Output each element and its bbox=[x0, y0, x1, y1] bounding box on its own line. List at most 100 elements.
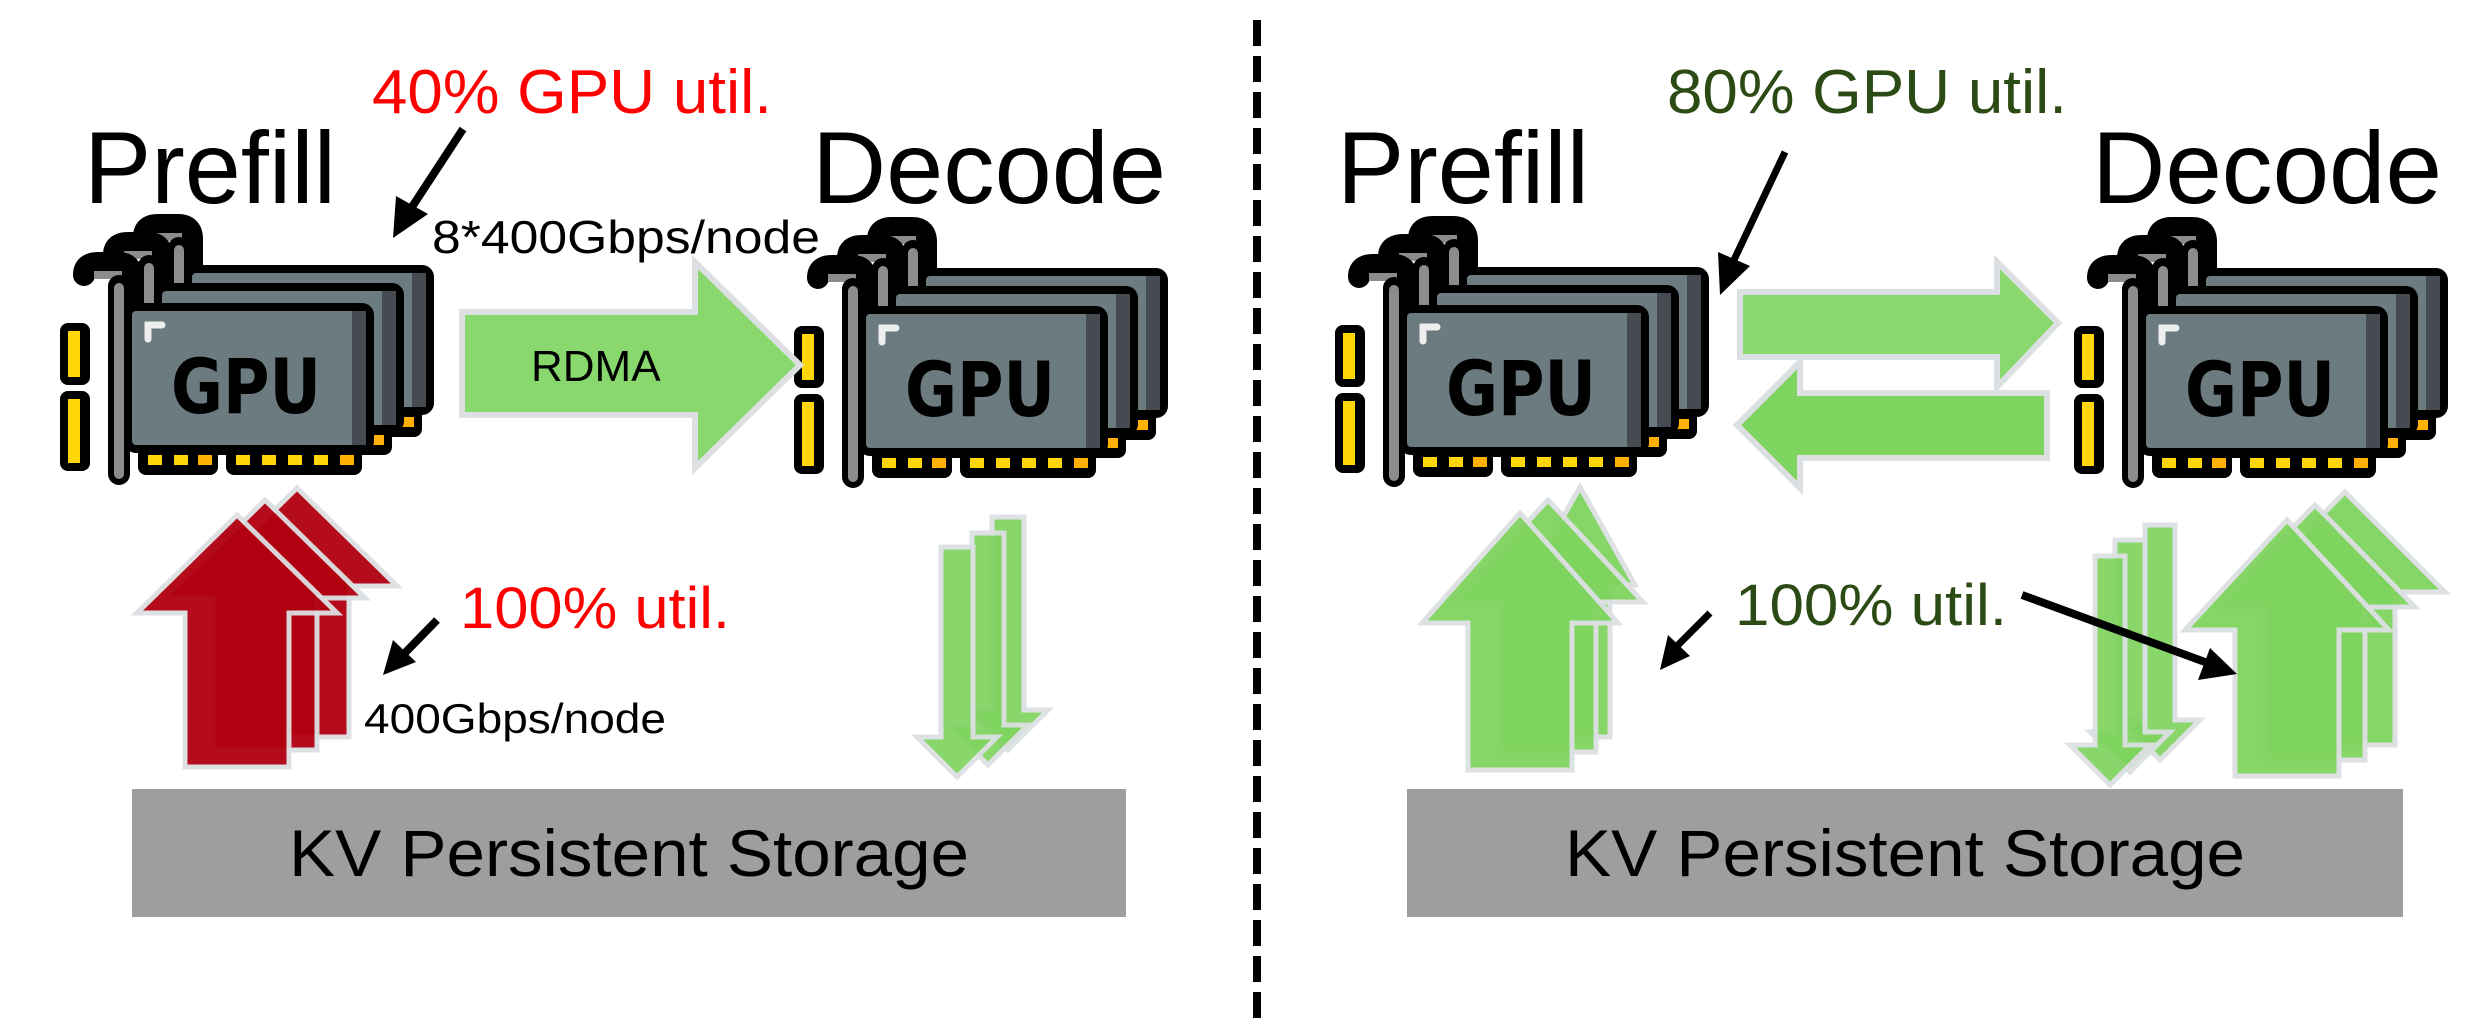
gpu-contact bbox=[2414, 420, 2428, 430]
decode-write-arrow bbox=[910, 544, 1004, 781]
left-storage-read-arrows bbox=[130, 484, 404, 770]
gpu-contact bbox=[370, 435, 384, 445]
gpu-side-port bbox=[2082, 402, 2094, 466]
left-gpu-util-pointer-arrow bbox=[393, 126, 467, 238]
gpu-contact bbox=[314, 455, 328, 465]
gpu-card: GPU bbox=[2074, 255, 2388, 488]
gpu-side-port bbox=[68, 331, 80, 377]
gpu-contact bbox=[996, 458, 1010, 468]
gpu-body bbox=[1407, 313, 1641, 447]
right-panel: Prefill Decode 80% GPU util. GPU GPU 100… bbox=[1335, 58, 2452, 917]
right-kv-storage-label: KV Persistent Storage bbox=[1565, 816, 2245, 890]
rdma-arrow-label: RDMA bbox=[531, 342, 661, 391]
gpu-contact bbox=[1645, 437, 1659, 447]
gpu-contact bbox=[1134, 420, 1148, 430]
gpu-body-shade bbox=[2366, 314, 2380, 448]
gpu-contact bbox=[2250, 458, 2264, 468]
right-decode-title: Decode bbox=[2092, 111, 2442, 225]
gpu-bracket-outline bbox=[73, 252, 143, 314]
left-prefill-title: Prefill bbox=[84, 111, 336, 225]
gpu-highlight bbox=[1419, 323, 1441, 345]
gpu-body bbox=[866, 314, 1100, 448]
gpu-contact bbox=[1022, 458, 1036, 468]
gpu-contact bbox=[2276, 458, 2290, 468]
left-decode-title: Decode bbox=[812, 111, 1166, 225]
gpu-bracket-outline bbox=[1348, 254, 1418, 316]
gpu-contact bbox=[2212, 458, 2226, 468]
gpu-side-port bbox=[1343, 333, 1355, 379]
right-decode-to-prefill-arrow bbox=[1732, 354, 2050, 496]
gpu-contact bbox=[2188, 458, 2202, 468]
gpu-body bbox=[132, 311, 366, 445]
gpu-contact bbox=[970, 458, 984, 468]
gpu-contact bbox=[2328, 458, 2342, 468]
left-storage-util-pointer-arrow bbox=[383, 617, 440, 675]
gpu-bracket-post bbox=[1389, 285, 1399, 481]
gpu-body-shade bbox=[1116, 294, 1130, 428]
gpu-contact bbox=[1589, 457, 1603, 467]
gpu-contact bbox=[262, 455, 276, 465]
gpu-contact bbox=[1074, 458, 1088, 468]
storage-read-arrow bbox=[130, 511, 344, 770]
gpu-bracket-outline bbox=[133, 214, 203, 276]
gpu-contact bbox=[1104, 438, 1118, 448]
gpu-bracket-outline bbox=[2147, 217, 2217, 279]
gpu-contact bbox=[1675, 419, 1689, 429]
gpu-card: GPU bbox=[1335, 254, 1649, 487]
gpu-contact bbox=[340, 455, 354, 465]
gpu-contact bbox=[2384, 438, 2398, 448]
gpu-body-shade bbox=[1627, 313, 1641, 447]
gpu-bracket-outline bbox=[1378, 234, 1448, 296]
gpu-bracket-outline bbox=[807, 255, 877, 317]
gpu-contact bbox=[1473, 457, 1487, 467]
gpu-label: GPU bbox=[905, 345, 1055, 434]
gpu-contact bbox=[198, 455, 212, 465]
gpu-contact bbox=[882, 458, 896, 468]
gpu-highlight bbox=[2158, 324, 2180, 346]
gpu-bracket-outline bbox=[837, 235, 907, 297]
gpu-contact bbox=[174, 455, 188, 465]
gpu-contact bbox=[1048, 458, 1062, 468]
gpu-body-shade bbox=[1657, 293, 1671, 427]
gpu-bracket-outline bbox=[1408, 216, 1478, 278]
right-decode-storage-read-arrows bbox=[2179, 488, 2452, 779]
right-storage-util-pointer-arrow-right bbox=[2020, 591, 2237, 680]
left-panel: Prefill Decode 40% GPU util. 8*400Gbps/n… bbox=[60, 58, 1168, 917]
right-prefill-gpu-stack: GPU bbox=[1335, 216, 1709, 487]
gpu-contact bbox=[2162, 458, 2176, 468]
gpu-label: GPU bbox=[1446, 344, 1596, 433]
right-kv-storage bbox=[1407, 789, 2403, 917]
gpu-contact bbox=[908, 458, 922, 468]
left-storage-util-label: 100% util. bbox=[460, 576, 730, 641]
gpu-contact bbox=[1563, 457, 1577, 467]
right-storage-util-pointer-arrow-left bbox=[1660, 610, 1713, 670]
gpu-side-port bbox=[802, 402, 814, 466]
storage-read-arrow bbox=[2179, 516, 2395, 779]
gpu-contact bbox=[400, 417, 414, 427]
gpu-body-shade bbox=[1146, 276, 1160, 410]
gpu-bracket-post bbox=[848, 286, 858, 482]
gpu-bracket-post bbox=[2128, 286, 2138, 482]
gpu-contact bbox=[1615, 457, 1629, 467]
gpu-contact bbox=[932, 458, 946, 468]
rdma-arrow bbox=[459, 254, 805, 476]
left-decode-gpu-stack: GPU bbox=[794, 217, 1168, 488]
right-decode-gpu-stack: GPU bbox=[2074, 217, 2448, 488]
gpu-contact bbox=[148, 455, 162, 465]
gpu-contact bbox=[1511, 457, 1525, 467]
gpu-highlight bbox=[144, 321, 166, 343]
gpu-contact bbox=[1423, 457, 1437, 467]
gpu-label: GPU bbox=[2185, 345, 2335, 434]
gpu-card: GPU bbox=[794, 255, 1108, 488]
gpu-side-port bbox=[68, 399, 80, 463]
gpu-body-shade bbox=[1086, 314, 1100, 448]
left-gpu-util-label: 40% GPU util. bbox=[372, 58, 772, 127]
left-kv-storage-label: KV Persistent Storage bbox=[289, 816, 969, 890]
gpu-contact bbox=[288, 455, 302, 465]
gpu-bracket-outline bbox=[2087, 255, 2157, 317]
storage-read-arrow bbox=[1416, 509, 1624, 773]
left-link-bandwidth-label: 8*400Gbps/node bbox=[432, 211, 820, 263]
decode-write-arrow bbox=[2063, 553, 2157, 789]
gpu-bracket-outline bbox=[867, 217, 937, 279]
left-prefill-gpu-stack: GPU bbox=[60, 214, 434, 485]
